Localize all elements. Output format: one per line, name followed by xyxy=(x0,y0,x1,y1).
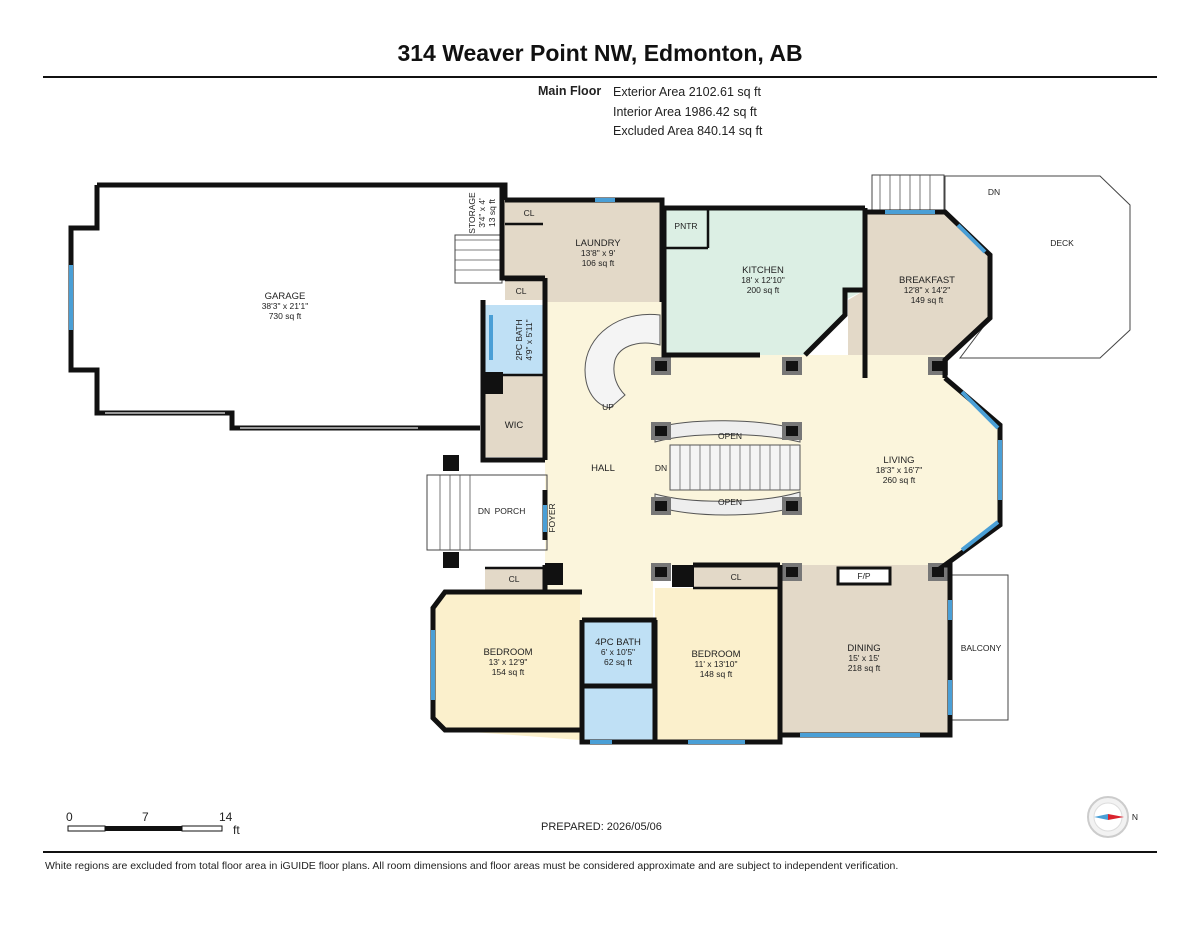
bedroom2-fill xyxy=(655,588,778,742)
room-labels: GARAGE 38'3" x 21'1" 730 sq ft LAUNDRY 1… xyxy=(262,187,1074,679)
stair-treads xyxy=(439,175,931,550)
breakfast-name: BREAKFAST xyxy=(899,275,955,286)
fireplace-label: F/P xyxy=(857,571,871,581)
bedroom2-area: 148 sq ft xyxy=(700,669,733,679)
cl-laundry-label: CL xyxy=(524,208,535,218)
scale-unit: ft xyxy=(233,823,240,837)
living-name: LIVING xyxy=(883,455,914,466)
open-bottom-label: OPEN xyxy=(718,497,742,507)
living-area: 260 sq ft xyxy=(883,475,916,485)
laundry-area: 106 sq ft xyxy=(582,258,615,268)
disclaimer: White regions are excluded from total fl… xyxy=(45,860,899,872)
floor-label: Main Floor xyxy=(538,84,602,98)
compass-icon xyxy=(1087,796,1129,838)
bath4-fill xyxy=(582,620,654,742)
bath2-fill xyxy=(485,305,543,375)
bedroom2-name: BEDROOM xyxy=(691,649,740,660)
bath4-area: 62 sq ft xyxy=(604,657,633,667)
prepared-date: PREPARED: 2026/05/06 xyxy=(541,821,662,833)
deck-dn-label: DN xyxy=(988,187,1000,197)
living-dims: 18'3" x 16'7" xyxy=(876,465,923,475)
cl-bedroom1-label: CL xyxy=(509,574,520,584)
bedroom1-dims: 13' x 12'9" xyxy=(489,657,528,667)
garage-area: 730 sq ft xyxy=(269,311,302,321)
garage-door xyxy=(105,412,418,429)
kitchen-dims: 18' x 12'10" xyxy=(741,275,785,285)
pantry-label: PNTR xyxy=(674,221,697,231)
exterior-area: Exterior Area 2102.61 sq ft xyxy=(613,85,762,99)
garage-dims: 38'3" x 21'1" xyxy=(262,301,309,311)
foyer-label: FOYER xyxy=(547,503,557,532)
central-stairs xyxy=(654,420,801,516)
kitchen-name: KITCHEN xyxy=(742,265,784,276)
bedroom2-dims: 11' x 13'10" xyxy=(695,659,738,669)
scale-bar xyxy=(67,825,223,832)
spiral-up-label: UP xyxy=(602,402,614,412)
cl-hall-fill xyxy=(505,280,543,300)
stairs-deck xyxy=(871,174,945,212)
dining-dims: 15' x 15' xyxy=(848,653,880,663)
porch-label: PORCH xyxy=(495,506,526,516)
excluded-area: Excluded Area 840.14 sq ft xyxy=(613,124,763,138)
bedroom1-name: BEDROOM xyxy=(483,647,532,658)
bath4-dims: 6' x 10'5" xyxy=(601,647,635,657)
hall-label: HALL xyxy=(591,463,615,474)
header-rule xyxy=(43,76,1157,78)
storage-name: STORAGE xyxy=(467,192,477,234)
breakfast-dims: 12'8" x 14'2" xyxy=(904,285,951,295)
breakfast-area: 149 sq ft xyxy=(911,295,944,305)
bath4-name: 4PC BATH xyxy=(595,637,641,648)
bedroom1-fill xyxy=(433,592,580,740)
page-title: 314 Weaver Point NW, Edmonton, AB xyxy=(397,40,803,66)
kitchen-area: 200 sq ft xyxy=(747,285,780,295)
scale-tick-0: 0 xyxy=(66,810,73,824)
dining-area: 218 sq ft xyxy=(848,663,881,673)
laundry-name: LAUNDRY xyxy=(575,238,621,249)
dining-name: DINING xyxy=(847,643,880,654)
cl-laundry-fill xyxy=(505,202,543,224)
cl-hall-label: CL xyxy=(516,286,527,296)
balcony-label: BALCONY xyxy=(961,643,1002,653)
laundry-dims: 13'8" x 9' xyxy=(581,248,616,258)
scale-tick-14: 14 xyxy=(219,810,233,824)
cl-bedroom2-label: CL xyxy=(731,572,742,582)
thin-walls xyxy=(485,208,778,590)
fireplace xyxy=(836,566,892,586)
windows xyxy=(69,198,1002,744)
wic-label: WIC xyxy=(505,420,524,431)
garage-name: GARAGE xyxy=(265,291,306,302)
breakfast-fill xyxy=(848,212,990,378)
storage-area: 13 sq ft xyxy=(487,198,497,227)
bedroom1-area: 154 sq ft xyxy=(492,667,525,677)
storage-dims: 3'4" x 4' xyxy=(477,198,487,228)
porch-dn-label: DN xyxy=(478,506,490,516)
spiral-stairs xyxy=(584,313,661,409)
cl-bedroom2-fill xyxy=(693,565,778,589)
open-top-label: OPEN xyxy=(718,431,742,441)
deck-label: DECK xyxy=(1050,238,1074,248)
laundry-stairs xyxy=(454,234,503,284)
dining-fill xyxy=(780,565,950,735)
scale-tick-7: 7 xyxy=(142,810,149,824)
stairs-dn-label: DN xyxy=(655,463,667,473)
compass-label: N xyxy=(1132,812,1138,822)
kitchen-fill xyxy=(664,208,865,355)
interior-area: Interior Area 1986.42 sq ft xyxy=(613,104,757,119)
bath2-name: 2PC BATH xyxy=(514,320,524,361)
area-summary: Exterior Area 2102.61 sq ft Interior Are… xyxy=(613,83,762,142)
bath2-dims: 4'9" x 5'11" xyxy=(524,319,534,360)
